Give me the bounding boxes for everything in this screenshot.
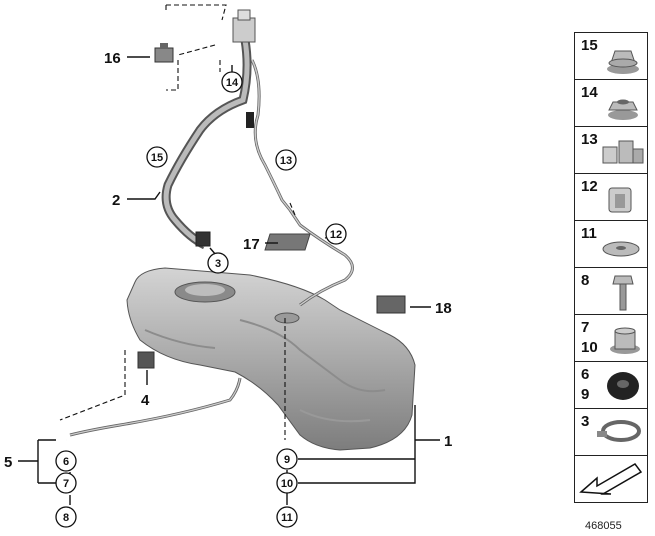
legend-number: 10: [581, 339, 598, 356]
pad-4: [137, 351, 155, 369]
collar-nut-icon: [610, 327, 640, 354]
filler-hose: [69, 377, 242, 437]
callout-2: 2: [112, 192, 120, 209]
legend-number: 13: [581, 131, 598, 148]
svg-text:3: 3: [215, 258, 221, 270]
callout-7: 7: [55, 472, 77, 494]
legend-item-14: 14: [574, 79, 648, 127]
svg-text:6: 6: [63, 456, 69, 468]
svg-text:7: 7: [63, 478, 69, 490]
callout-12: 12: [325, 223, 347, 245]
pad-18: [376, 295, 406, 314]
hex-nut-icon: [608, 99, 638, 120]
flange-nut-icon: [607, 50, 639, 74]
callout-14: 14: [221, 71, 243, 93]
legend-number: 14: [581, 84, 598, 101]
legend-number: 8: [581, 272, 590, 289]
callout-18: 18: [435, 300, 452, 317]
legend-item-8: 8: [574, 267, 648, 315]
callout-17: 17: [243, 236, 260, 253]
single-clip-icon: [608, 187, 632, 213]
hose-clamp-icon: [597, 420, 641, 442]
legend-item-direction: [574, 455, 648, 503]
legend-item-7-10: 7 10: [574, 314, 648, 362]
legend-item-11: 11: [574, 220, 648, 268]
direction-arrow-icon: [579, 463, 643, 495]
svg-text:11: 11: [281, 512, 293, 524]
callout-3: 3: [207, 252, 229, 274]
legend-item-15: 15: [574, 32, 648, 80]
callout-10: 10: [276, 472, 298, 494]
vent-line: [246, 59, 354, 307]
double-clip-icon: [602, 140, 644, 164]
legend-number: 11: [581, 225, 597, 242]
legend-item-13: 13: [574, 126, 648, 174]
callout-4: 4: [141, 392, 150, 409]
callout-15: 15: [146, 146, 168, 168]
legend-number: 6: [581, 366, 590, 383]
document-number: 468055: [585, 520, 622, 532]
svg-text:8: 8: [63, 512, 69, 524]
legend-number: 3: [581, 413, 590, 430]
legend-number: 15: [581, 37, 598, 54]
svg-text:9: 9: [284, 454, 290, 466]
callout-5: 5: [4, 454, 12, 471]
svg-text:12: 12: [330, 229, 342, 241]
filler-pipe: [161, 9, 256, 250]
washer-icon: [602, 241, 640, 257]
legend-number: 12: [581, 178, 598, 195]
callout-1: 1: [444, 433, 452, 450]
fuel-tank: [126, 267, 416, 451]
callout-6: 6: [55, 450, 77, 472]
callout-13: 13: [275, 149, 297, 171]
svg-text:10: 10: [281, 478, 293, 490]
sensor-16: [154, 43, 174, 63]
legend-number: 7: [581, 319, 590, 336]
screw-icon: [612, 275, 634, 311]
pad-17: [264, 233, 311, 251]
legend-item-12: 12: [574, 173, 648, 221]
legend-number: 9: [581, 386, 590, 403]
callout-9: 9: [276, 448, 298, 470]
callout-8: 8: [55, 506, 77, 528]
svg-text:15: 15: [151, 152, 163, 164]
callout-16: 16: [104, 50, 121, 67]
svg-text:14: 14: [226, 77, 239, 89]
legend-item-6-9: 6 9: [574, 361, 648, 409]
rubber-grommet-icon: [607, 372, 639, 400]
fuel-tank-diagram: 16 2 17 18 4 5 1 14 15 13 12 3 6 7 8 9 1…: [4, 4, 452, 528]
legend-item-3: 3: [574, 408, 648, 456]
parts-legend: 15 14 13 12 11 8 7 10 6 9 3: [574, 32, 648, 503]
svg-text:13: 13: [280, 155, 292, 167]
callout-11: 11: [276, 506, 298, 528]
